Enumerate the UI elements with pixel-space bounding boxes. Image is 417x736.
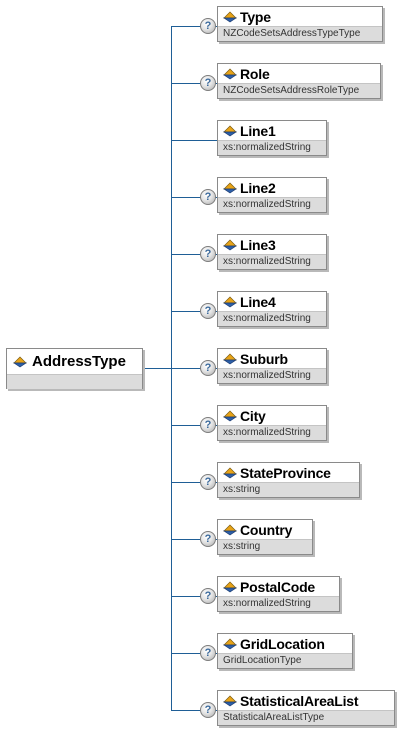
branch-connector xyxy=(171,596,217,597)
optional-marker-icon: ? xyxy=(200,246,216,262)
element-icon xyxy=(223,581,237,592)
element-type: xs:string xyxy=(218,539,312,554)
root-connector xyxy=(143,368,171,369)
element-name: StateProvince xyxy=(240,464,331,481)
element-icon xyxy=(223,638,237,649)
element-name: Country xyxy=(240,521,293,538)
element-type: xs:normalizedString xyxy=(218,197,326,212)
branch-connector xyxy=(171,26,217,27)
optional-marker-icon: ? xyxy=(200,18,216,34)
element-name: Suburb xyxy=(240,350,288,367)
root-node[interactable]: AddressType xyxy=(6,348,143,389)
element-icon xyxy=(223,182,237,193)
element-type: xs:normalizedString xyxy=(218,254,326,269)
branch-connector xyxy=(171,254,217,255)
element-type: StatisticalAreaListType xyxy=(218,710,394,725)
element-icon xyxy=(223,353,237,364)
optional-marker-icon: ? xyxy=(200,702,216,718)
branch-connector xyxy=(171,425,217,426)
element-name: StatisticalAreaList xyxy=(240,692,359,709)
element-type: xs:normalizedString xyxy=(218,368,326,383)
element-type: NZCodeSetsAddressRoleType xyxy=(218,83,380,98)
optional-marker-icon: ? xyxy=(200,645,216,661)
element-type: xs:normalizedString xyxy=(218,140,326,155)
element-name: Role xyxy=(240,65,270,82)
optional-marker-icon: ? xyxy=(200,531,216,547)
element-icon xyxy=(223,467,237,478)
element-name: Line3 xyxy=(240,236,276,253)
element-type: GridLocationType xyxy=(218,653,352,668)
optional-marker-icon: ? xyxy=(200,474,216,490)
branch-connector xyxy=(171,710,217,711)
element-icon xyxy=(223,695,237,706)
element-icon xyxy=(13,356,27,367)
branch-connector xyxy=(171,311,217,312)
element-icon xyxy=(223,68,237,79)
optional-marker-icon: ? xyxy=(200,360,216,376)
element-type: xs:normalizedString xyxy=(218,425,326,440)
element-name: City xyxy=(240,407,266,424)
branch-connector xyxy=(171,482,217,483)
optional-marker-icon: ? xyxy=(200,75,216,91)
element-icon xyxy=(223,11,237,22)
element-name: Line1 xyxy=(240,122,276,139)
element-icon xyxy=(223,410,237,421)
root-name: AddressType xyxy=(32,353,126,370)
element-type: xs:string xyxy=(218,482,359,497)
element-type: xs:normalizedString xyxy=(218,311,326,326)
element-name: PostalCode xyxy=(240,578,316,595)
branch-connector xyxy=(171,197,217,198)
element-type: NZCodeSetsAddressTypeType xyxy=(218,26,382,41)
branch-connector xyxy=(171,368,217,369)
element-icon xyxy=(223,125,237,136)
element-icon xyxy=(223,524,237,535)
branch-connector xyxy=(171,140,217,141)
optional-marker-icon: ? xyxy=(200,303,216,319)
element-icon xyxy=(223,239,237,250)
branch-connector xyxy=(171,539,217,540)
element-name: Line2 xyxy=(240,179,276,196)
element-name: Type xyxy=(240,8,271,25)
optional-marker-icon: ? xyxy=(200,588,216,604)
optional-marker-icon: ? xyxy=(200,417,216,433)
branch-connector xyxy=(171,83,217,84)
element-name: GridLocation xyxy=(240,635,325,652)
element-type: xs:normalizedString xyxy=(218,596,339,611)
optional-marker-icon: ? xyxy=(200,189,216,205)
element-icon xyxy=(223,296,237,307)
branch-connector xyxy=(171,653,217,654)
element-name: Line4 xyxy=(240,293,276,310)
